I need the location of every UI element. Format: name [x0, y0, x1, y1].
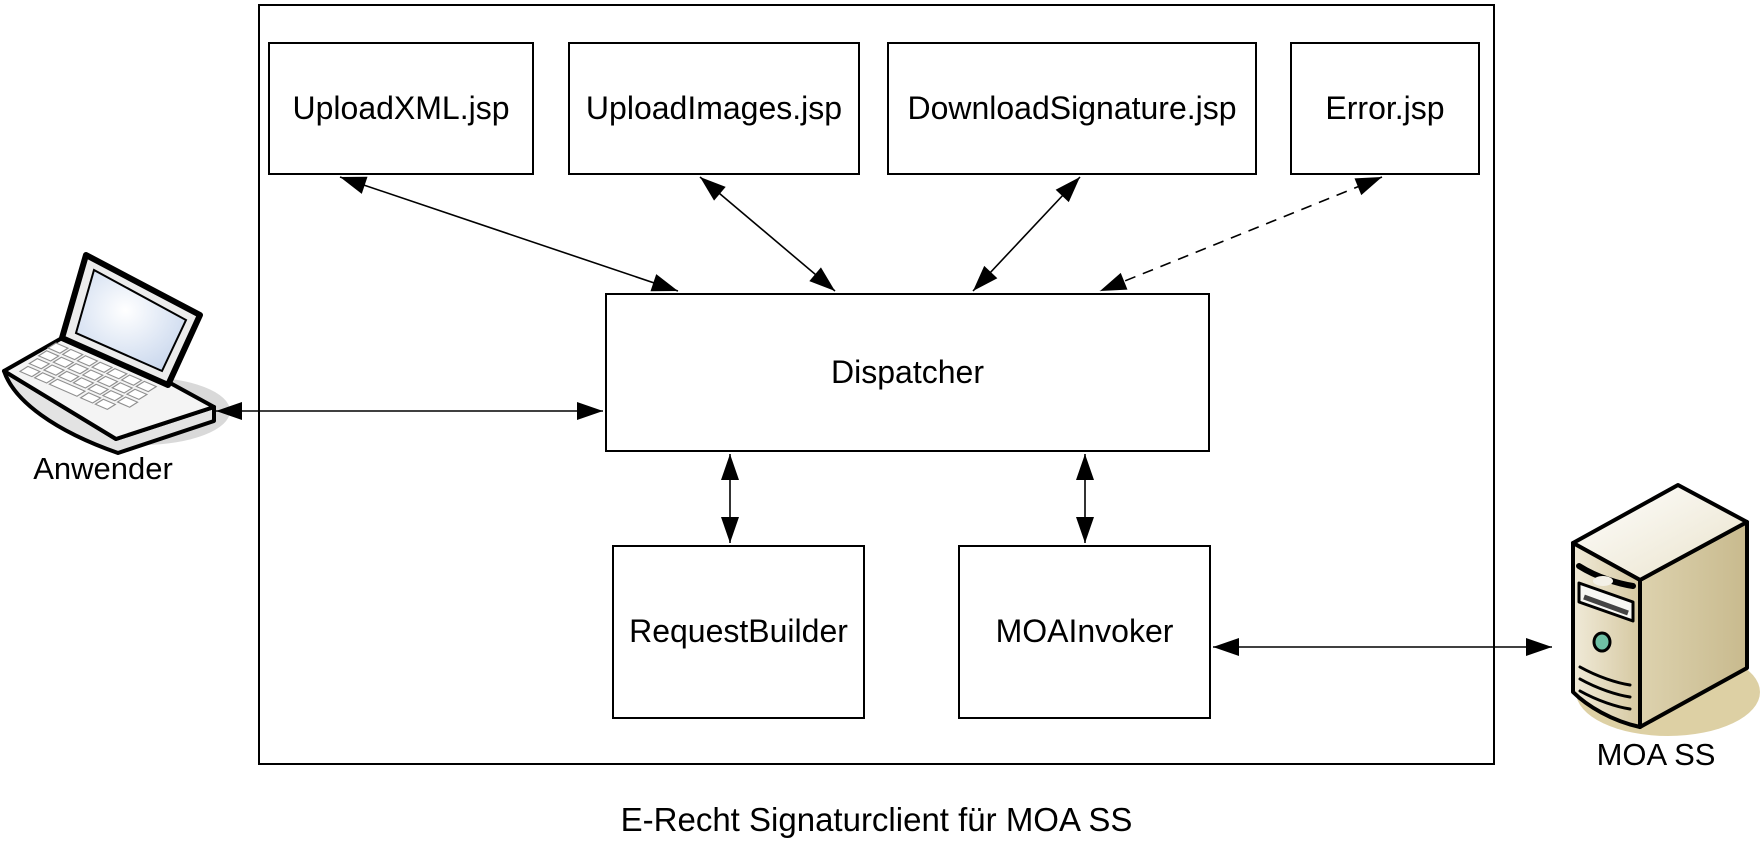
node-upload-xml-jsp: UploadXML.jsp	[268, 42, 534, 175]
actor-label-moa-ss: MOA SS	[1596, 737, 1716, 772]
node-upload-images-jsp: UploadImages.jsp	[568, 42, 860, 175]
node-download-signature-jsp: DownloadSignature.jsp	[887, 42, 1257, 175]
node-dispatcher-label: Dispatcher	[831, 353, 984, 390]
server-icon	[1571, 483, 1760, 736]
actor-label-anwender: Anwender	[33, 451, 173, 486]
node-upload-images-jsp-label: UploadImages.jsp	[585, 89, 843, 126]
diagram-caption: E-Recht Signaturclient für MOA SS	[620, 801, 1133, 838]
laptop-screen	[74, 268, 188, 373]
server-power-button	[1592, 631, 1612, 653]
server-drive-eject	[1593, 576, 1613, 586]
node-error-jsp-label: Error.jsp	[1325, 89, 1445, 126]
node-error-jsp: Error.jsp	[1290, 42, 1480, 175]
server-shadow	[1576, 648, 1760, 736]
node-moa-invoker: MOAInvoker	[958, 545, 1211, 719]
node-download-signature-jsp-label: DownloadSignature.jsp	[907, 89, 1237, 126]
node-request-builder: RequestBuilder	[612, 545, 865, 719]
system-boundary-box	[258, 4, 1495, 765]
server-floppy-slot	[1577, 581, 1635, 623]
laptop-keyboard	[18, 342, 158, 411]
node-request-builder-label: RequestBuilder	[629, 613, 848, 650]
laptop-lid	[59, 252, 203, 388]
laptop-icon	[2, 252, 230, 455]
node-upload-xml-jsp-label: UploadXML.jsp	[292, 89, 510, 126]
node-dispatcher: Dispatcher	[605, 293, 1210, 452]
laptop-shadow	[54, 377, 230, 445]
node-moa-invoker-label: MOAInvoker	[995, 613, 1174, 650]
